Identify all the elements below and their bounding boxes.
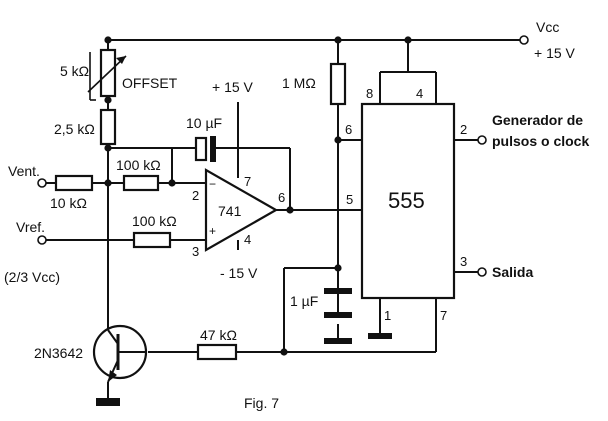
vref-label: Vref. xyxy=(16,219,45,235)
r-base-label: 47 kΩ xyxy=(200,327,237,343)
pot-value-label: 5 kΩ xyxy=(60,63,89,79)
vent-label: Vent. xyxy=(8,163,40,179)
resistor-10k xyxy=(54,174,94,192)
offset-potentiometer xyxy=(87,48,127,98)
salida-label: Salida xyxy=(492,264,533,280)
pin6-label: 6 xyxy=(345,122,352,137)
resistor-47k xyxy=(196,343,238,361)
resistor-100k-minus xyxy=(122,174,160,192)
ground-cap xyxy=(324,338,352,344)
vcc-name-label: Vcc xyxy=(536,19,559,35)
capacitor-1uf xyxy=(324,288,352,318)
r-timing-label: 1 MΩ xyxy=(282,75,316,91)
offset-label: OFFSET xyxy=(122,75,178,91)
timer-555 xyxy=(360,102,456,300)
fig-label: Fig. 7 xyxy=(244,395,279,411)
minus15-label: - 15 V xyxy=(220,265,258,281)
resistor-1m xyxy=(329,62,347,106)
pin8-label: 8 xyxy=(366,86,373,101)
pin2-terminal xyxy=(477,135,487,145)
pin3-label: 3 xyxy=(460,254,467,269)
terminals xyxy=(37,35,529,277)
salida-terminal xyxy=(477,267,487,277)
cap-timing-label: 1 µF xyxy=(290,293,318,309)
ground-transistor xyxy=(96,398,120,406)
pin2-label: 2 xyxy=(460,122,467,137)
gen-line2-label: pulsos o clock xyxy=(492,133,589,149)
pin5-label: 5 xyxy=(346,192,353,207)
opamp-pin3: 3 xyxy=(192,244,199,259)
gen-line1-label: Generador de xyxy=(492,112,583,128)
r-in-plus-label: 100 kΩ xyxy=(132,213,177,229)
plus15-label: + 15 V xyxy=(212,79,254,95)
vref-note-label: (2/3 Vcc) xyxy=(4,269,60,285)
vref-terminal xyxy=(37,235,47,245)
pin4-label: 4 xyxy=(416,86,423,101)
transistor-label: 2N3642 xyxy=(34,345,83,361)
opamp-pin4: 4 xyxy=(244,232,251,247)
transistor-2n3642 xyxy=(92,324,148,383)
resistor-100k-plus xyxy=(132,231,172,249)
vcc-value-label: + 15 V xyxy=(534,45,576,61)
r-in-minus-label: 100 kΩ xyxy=(116,157,161,173)
vcc-terminal xyxy=(519,35,529,45)
pin1-label: 1 xyxy=(384,308,391,323)
opamp-pin6: 6 xyxy=(278,190,285,205)
opamp-741 xyxy=(204,168,279,252)
opamp-minus-sign: − xyxy=(209,177,216,191)
opamp-plus-sign: + xyxy=(209,224,216,238)
r-vent-label: 10 kΩ xyxy=(50,195,87,211)
opamp-pin2: 2 xyxy=(192,188,199,203)
labels: Vcc + 15 V 5 kΩ OFFSET 2,5 kΩ 10 µF + 15… xyxy=(4,19,589,411)
wiring xyxy=(46,39,520,398)
junction-dots xyxy=(104,36,412,356)
vent-terminal xyxy=(37,178,47,188)
resistor-2k5 xyxy=(99,108,117,146)
cap-feedback-label: 10 µF xyxy=(186,115,222,131)
ground-555 xyxy=(368,333,392,339)
opamp-pin7: 7 xyxy=(244,174,251,189)
r-offset-label: 2,5 kΩ xyxy=(54,121,95,137)
timer-label: 555 xyxy=(388,188,425,213)
capacitor-10uf xyxy=(194,136,216,162)
pin7-label: 7 xyxy=(440,308,447,323)
opamp-label: 741 xyxy=(218,203,242,219)
